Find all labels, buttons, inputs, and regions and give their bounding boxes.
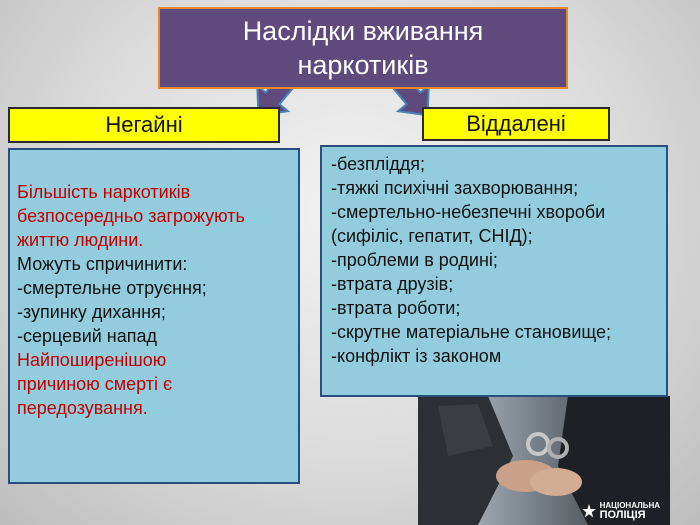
title-box: Наслідки вживання наркотиків xyxy=(158,7,568,89)
immediate-label-box: Негайні xyxy=(8,107,280,143)
remote-line: -втрата роботи; xyxy=(331,298,461,318)
photo-illustration xyxy=(418,396,670,525)
immediate-line: життю людини. xyxy=(17,230,144,250)
remote-line: -проблеми в родині; xyxy=(331,250,498,270)
immediate-line: -зупинку дихання; xyxy=(17,302,166,322)
remote-label-box: Віддалені xyxy=(422,107,610,141)
police-logo-line1: НАЦІОНАЛЬНА xyxy=(599,501,660,510)
police-logo-line2: ПОЛІЦІЯ xyxy=(599,509,646,521)
immediate-line: причиною смерті є xyxy=(17,374,173,394)
immediate-line: безпосередньо загрожують xyxy=(17,206,245,226)
immediate-line: передозування. xyxy=(17,398,148,418)
immediate-line: Найпоширенішою xyxy=(17,350,167,370)
immediate-line: Більшість наркотиків xyxy=(17,182,191,202)
remote-line: -безпліддя; xyxy=(331,154,425,174)
remote-line: -втрата друзів; xyxy=(331,274,454,294)
remote-line: -скрутне матеріальне становище; xyxy=(331,322,612,342)
remote-line: (сифіліс, гепатит, СНІД); xyxy=(331,226,533,246)
remote-line: -смертельно-небезпечні хвороби xyxy=(331,202,606,222)
police-star-icon xyxy=(581,504,596,518)
immediate-line: -серцевий напад xyxy=(17,326,158,346)
remote-label: Віддалені xyxy=(466,111,566,136)
remote-line: -конфлікт із законом xyxy=(331,346,502,366)
diagram-title: Наслідки вживання наркотиків xyxy=(242,16,484,80)
immediate-line: Можуть спричинити: xyxy=(17,254,188,274)
immediate-line: -смертельне отруєння; xyxy=(17,278,207,298)
handcuff-photo: НАЦІОНАЛЬНА ПОЛІЦІЯ xyxy=(418,396,670,525)
remote-line: -тяжкі психічні захворювання; xyxy=(331,178,579,198)
immediate-consequences-box: Більшість наркотиків безпосередньо загро… xyxy=(8,148,300,484)
police-logo: НАЦІОНАЛЬНА ПОЛІЦІЯ xyxy=(581,501,660,521)
police-logo-text: НАЦІОНАЛЬНА ПОЛІЦІЯ xyxy=(600,501,660,521)
remote-consequences-box: -безпліддя; -тяжкі психічні захворювання… xyxy=(320,145,668,397)
immediate-label: Негайні xyxy=(105,112,183,137)
